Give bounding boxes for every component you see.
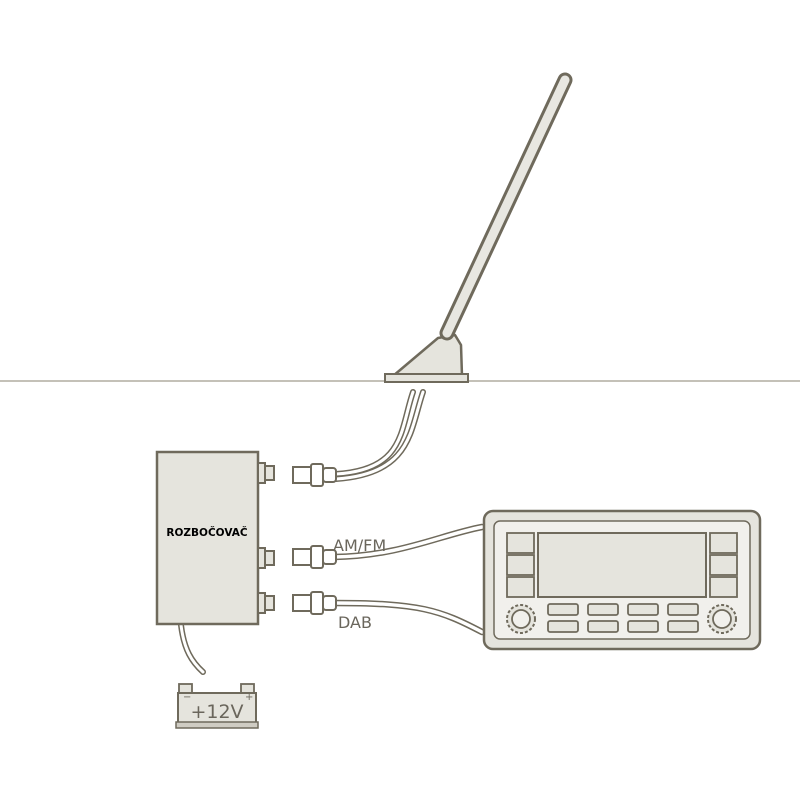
radio-preset-buttons — [547, 603, 699, 633]
plug-dab — [292, 591, 337, 615]
radio-button-right-2 — [709, 554, 738, 576]
plug-amfm — [292, 545, 337, 569]
amfm-cable — [330, 523, 486, 561]
power-cable — [178, 622, 206, 675]
splitter-port-2 — [257, 547, 275, 569]
splitter-label: ROZBOČOVAČ — [166, 526, 247, 539]
antenna-icon — [384, 72, 573, 383]
battery-voltage-label: +12V — [190, 701, 243, 723]
dab-label: DAB — [338, 613, 372, 632]
splitter-port-3 — [257, 592, 275, 614]
radio-display — [537, 532, 707, 598]
battery-minus-sign: − — [183, 692, 191, 703]
radio-knob-right — [707, 604, 737, 634]
radio-knob-left — [506, 604, 536, 634]
dab-cable — [330, 599, 486, 636]
radio-button-left-2 — [506, 554, 535, 576]
amfm-label: AM/FM — [333, 536, 386, 555]
antenna-cable — [333, 389, 426, 482]
battery-icon: − + +12V — [175, 683, 259, 729]
battery-plus-sign: + — [245, 692, 253, 703]
car-radio-icon — [482, 509, 762, 651]
radio-button-right-3 — [709, 576, 738, 598]
radio-button-right-1 — [709, 532, 738, 554]
plug-antenna — [292, 463, 337, 487]
splitter-box: ROZBOČOVAČ — [155, 450, 275, 626]
radio-button-left-3 — [506, 576, 535, 598]
splitter-port-1 — [257, 462, 275, 484]
radio-button-left-1 — [506, 532, 535, 554]
